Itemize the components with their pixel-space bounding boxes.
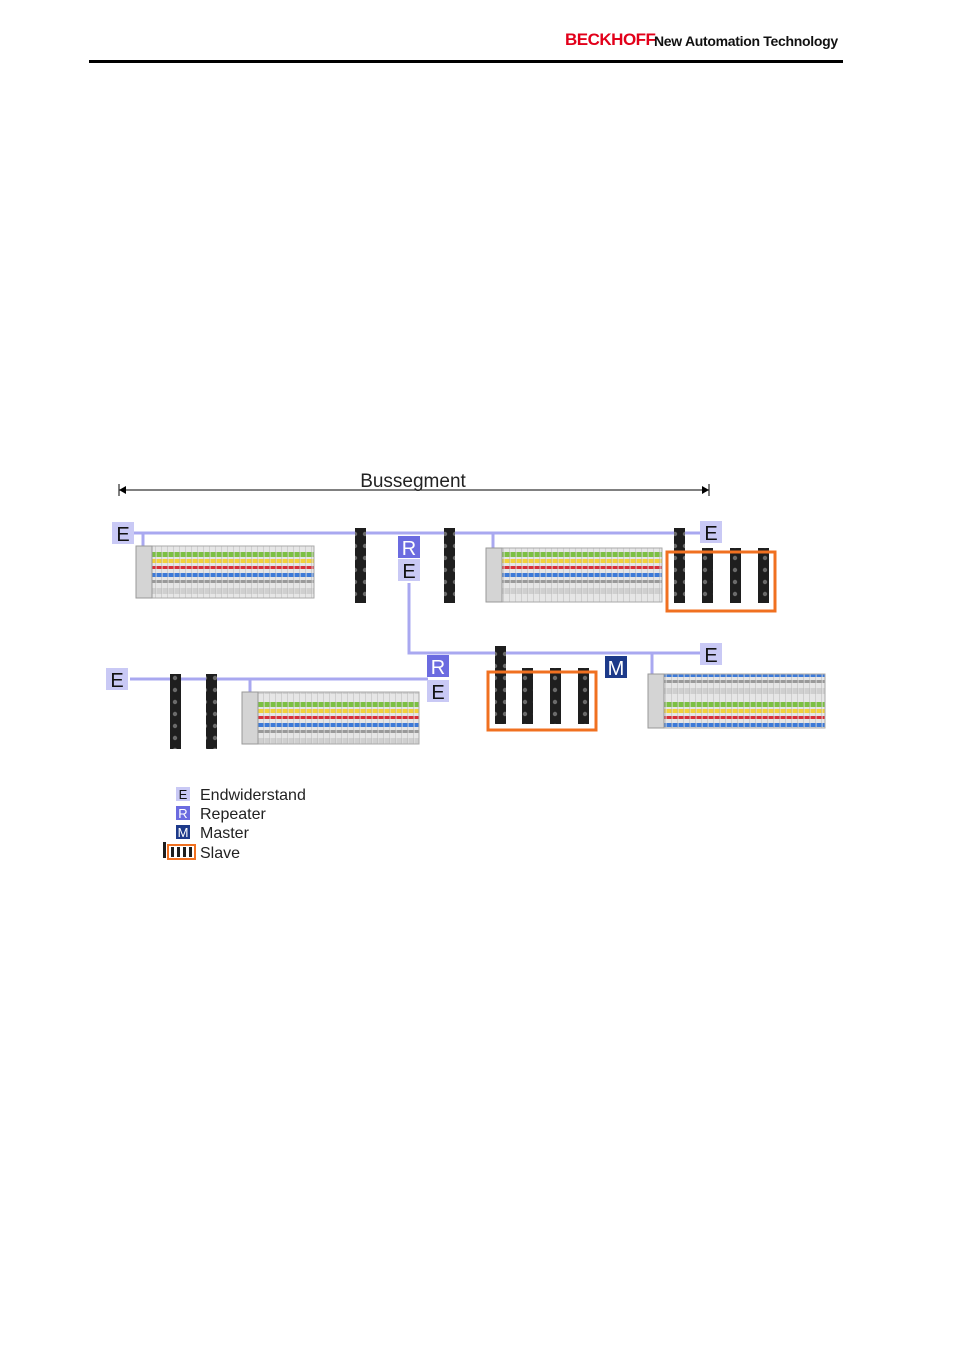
page-header: BECKHOFF New Automation Technology: [0, 0, 954, 70]
badge-E-right-middle: E: [700, 643, 722, 667]
badge-E-below-repeater-2: E: [427, 680, 449, 704]
svg-text:E: E: [704, 645, 717, 667]
badge-R-1: R: [398, 536, 420, 560]
io-box-module-1: [355, 528, 366, 603]
badge-E-below-repeater-1: E: [398, 559, 420, 583]
bussegment-dimension: [118, 484, 710, 496]
bus-coupler-4: [647, 673, 826, 729]
bus-coupler-1: [135, 545, 315, 599]
badge-E-bottom-left: E: [106, 668, 128, 692]
legend-label-repeater: Repeater: [200, 806, 266, 823]
legend-item-R: R Repeater: [176, 806, 266, 823]
bussegment-label: Bussegment: [360, 471, 466, 492]
badge-E-top-left: E: [112, 522, 134, 546]
badge-R-2: R: [427, 655, 449, 679]
legend-label-endwiderstand: Endwiderstand: [200, 787, 306, 804]
svg-text:R: R: [431, 657, 445, 679]
svg-text:M: M: [178, 825, 189, 840]
slave-group-2: [486, 646, 598, 732]
svg-text:R: R: [402, 538, 416, 560]
io-box-module-3: [170, 674, 181, 749]
badge-M: M: [605, 656, 627, 680]
svg-text:E: E: [179, 787, 188, 802]
badge-E-top-right: E: [700, 521, 722, 545]
legend: E Endwiderstand R Repeater M Master Slav…: [163, 787, 306, 862]
brand-tagline: New Automation Technology: [654, 33, 838, 49]
svg-text:R: R: [178, 806, 187, 821]
legend-item-M: M Master: [176, 825, 250, 842]
bus-coupler-2: [485, 547, 663, 603]
svg-text:M: M: [608, 658, 625, 680]
svg-text:E: E: [431, 682, 444, 704]
svg-text:E: E: [110, 670, 123, 692]
slave-group-1: [665, 528, 777, 613]
svg-text:E: E: [402, 561, 415, 583]
legend-item-E: E Endwiderstand: [176, 787, 306, 804]
legend-item-slave: Slave: [163, 842, 240, 862]
legend-label-slave: Slave: [200, 845, 240, 862]
io-box-module-4: [206, 674, 217, 749]
io-box-module-2: [444, 528, 455, 603]
svg-text:E: E: [116, 524, 129, 546]
svg-text:E: E: [704, 523, 717, 545]
legend-label-master: Master: [200, 825, 250, 842]
header-rule: [89, 60, 843, 63]
bus-coupler-3: [241, 691, 420, 745]
brand-logo: BECKHOFF: [565, 30, 656, 49]
